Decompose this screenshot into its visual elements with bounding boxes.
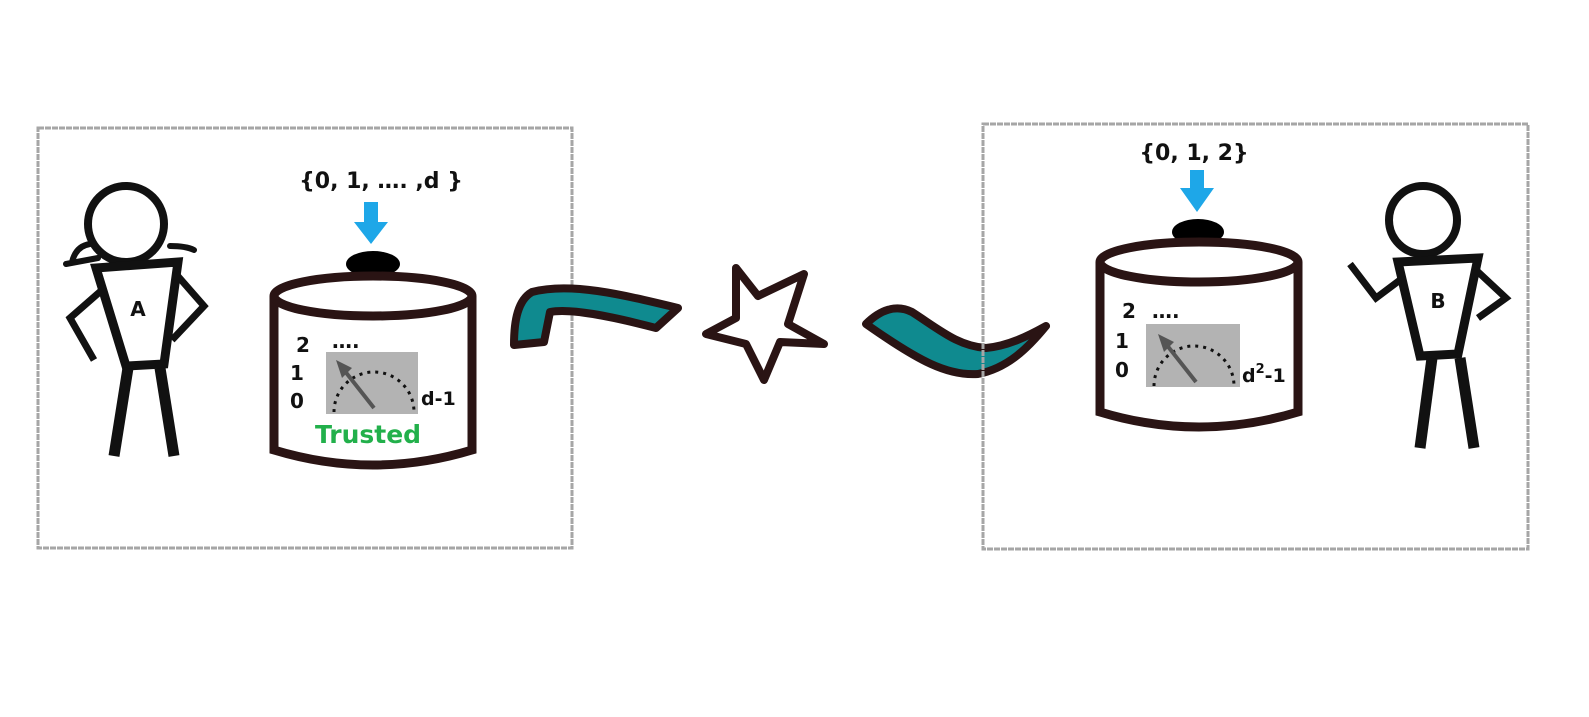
party-a-head [84,182,168,266]
party-b-left-leg [1414,357,1438,449]
party-b-right-arm [1473,267,1512,321]
left-device-top [269,271,477,321]
right-channel-ribbon [862,304,1050,379]
right-meter-ellipsis: …. [1152,299,1180,323]
right-meter-max-base: d [1242,365,1256,387]
left-device-button [346,251,400,277]
right-device-top [1095,237,1303,287]
left-input-set: {0, 1, …. ,d } [299,169,463,194]
right-lab-frame [981,122,1530,551]
right-input-arrow-icon [1180,170,1214,212]
party-a-hair [63,241,197,267]
right-meter-max-exponent: 2 [1256,362,1265,377]
party-a-torso [90,257,184,371]
trusted-label: Trusted [315,420,421,449]
party-a-label: A [130,297,146,321]
party-a-figure: A [63,182,209,457]
party-a-right-leg [154,367,180,457]
source-star-icon [702,264,828,384]
party-a-left-leg [108,367,134,457]
party-b-head [1385,182,1461,258]
right-measurement-device: 2 1 0 …. d2-1 [1095,219,1303,432]
left-meter-tick-2: 2 [296,333,310,357]
left-input-arrow-icon [354,202,388,244]
left-measurement-device: 2 1 0 …. d-1 Trusted [269,251,477,470]
party-b-right-leg [1454,357,1480,449]
right-meter-tick-2: 2 [1122,299,1136,323]
left-lab: A {0, 1, …. ,d } 2 1 0 …. d-1 Trusted [36,126,574,550]
party-b-label: B [1430,289,1445,313]
left-meter-needle [342,368,376,410]
left-channel-ribbon [510,284,682,349]
right-meter-needle [1164,342,1198,384]
right-meter-tick-1: 1 [1115,329,1129,353]
party-b-left-arm [1347,261,1403,303]
party-a-left-arm [65,287,105,362]
right-meter-dial [1152,344,1236,387]
left-meter-tick-1: 1 [290,361,304,385]
left-meter-dial [332,370,416,413]
party-a-right-arm [169,271,209,343]
left-lab-frame [36,126,574,550]
left-meter-tick-0: 0 [290,389,304,413]
right-meter-max-suffix: -1 [1265,365,1286,387]
left-meter-max-label: d-1 [421,388,456,410]
left-meter-ellipsis: …. [332,329,360,353]
right-lab: {0, 1, 2} 2 1 0 …. d2-1 B [981,122,1530,551]
right-meter-max-label: d2-1 [1242,362,1286,387]
right-meter-tick-0: 0 [1115,358,1129,382]
right-meter-needle-head-icon [1158,334,1174,352]
source-and-channels [510,264,1050,384]
party-b-figure: B [1347,182,1512,449]
party-b-torso [1392,253,1484,361]
left-meter-needle-head-icon [336,360,352,378]
right-input-set: {0, 1, 2} [1139,141,1248,166]
